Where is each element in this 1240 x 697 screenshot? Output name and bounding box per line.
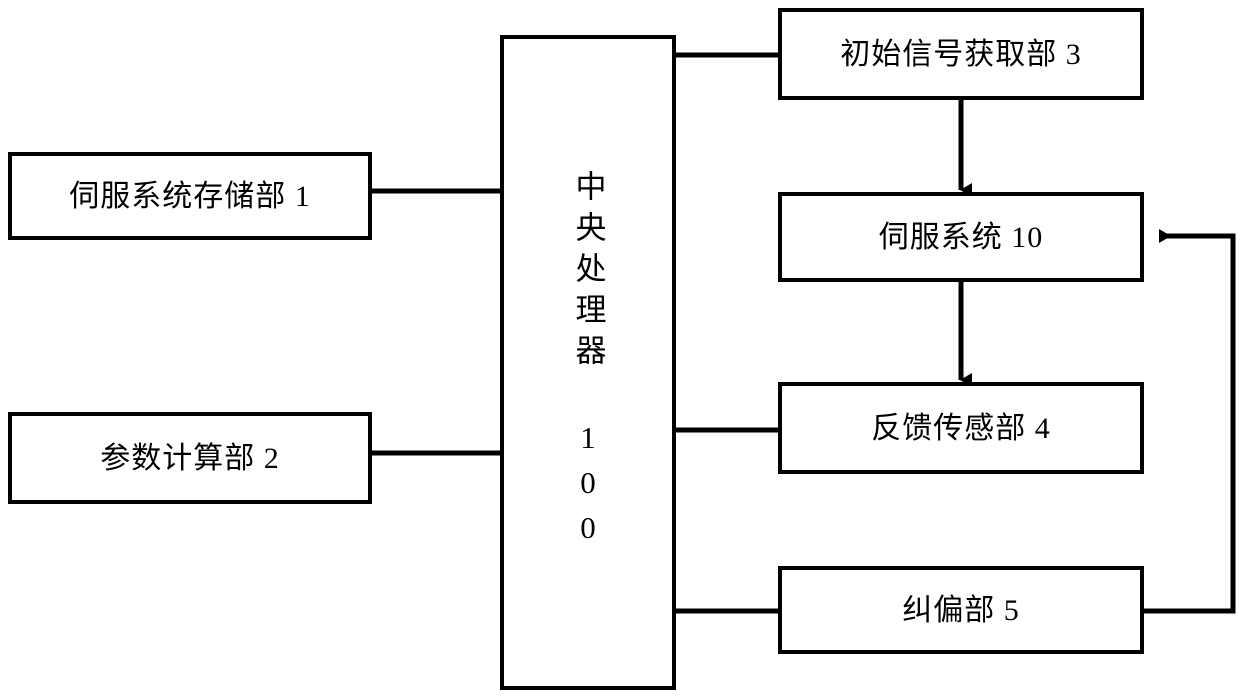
node-label-feedback-sensing: 反馈传感部 4 xyxy=(871,411,1051,445)
node-servo-system-storage[interactable]: 伺服系统存储部 1 xyxy=(8,152,372,240)
node-servo-system[interactable]: 伺服系统 10 xyxy=(778,192,1144,282)
node-label-initial-signal-acquisition: 初始信号获取部 3 xyxy=(840,37,1082,71)
node-feedback-sensing[interactable]: 反馈传感部 4 xyxy=(778,382,1144,474)
node-label-servo-system: 伺服系统 10 xyxy=(878,220,1044,254)
node-initial-signal-acquisition[interactable]: 初始信号获取部 3 xyxy=(778,8,1144,100)
node-central-processor[interactable]: 中央处理器 100 xyxy=(500,35,676,690)
node-label-deviation-correction: 纠偏部 5 xyxy=(902,593,1020,627)
node-label-central-processor: 中央处理器 100 xyxy=(570,170,606,555)
node-parameter-calculation[interactable]: 参数计算部 2 xyxy=(8,412,372,504)
connector-correction-to-servo-feedback xyxy=(1142,229,1236,614)
node-label-parameter-calculation: 参数计算部 2 xyxy=(100,441,280,475)
node-deviation-correction[interactable]: 纠偏部 5 xyxy=(778,566,1144,654)
node-label-servo-system-storage: 伺服系统存储部 1 xyxy=(69,179,311,213)
